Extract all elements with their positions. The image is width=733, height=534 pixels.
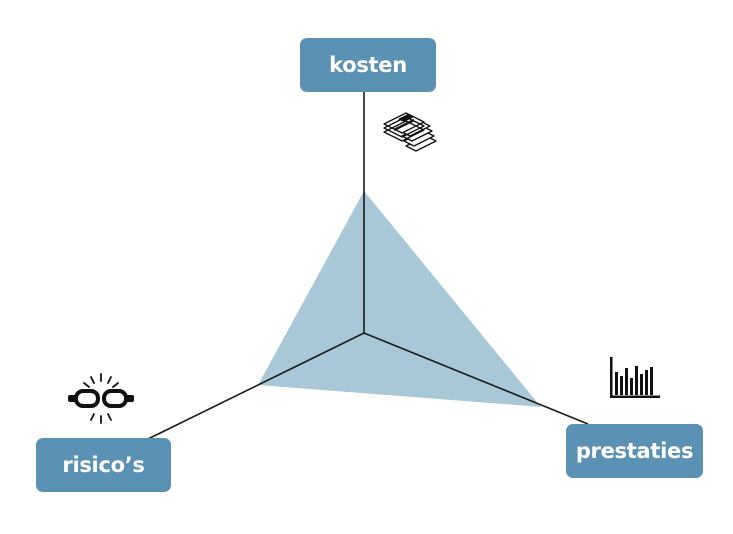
- money-stack-icon: [383, 112, 437, 152]
- label-prestaties: prestaties: [566, 424, 703, 478]
- axes: [147, 92, 589, 440]
- axis-prestaties: [363, 332, 589, 425]
- label-kosten: kosten: [300, 38, 436, 92]
- axis-risicos: [147, 332, 365, 440]
- trade-off-triangle: [258, 191, 541, 407]
- label-risicos: risico’s: [36, 438, 171, 492]
- bar-chart-icon: [610, 357, 660, 398]
- broken-chain-icon: [68, 373, 134, 424]
